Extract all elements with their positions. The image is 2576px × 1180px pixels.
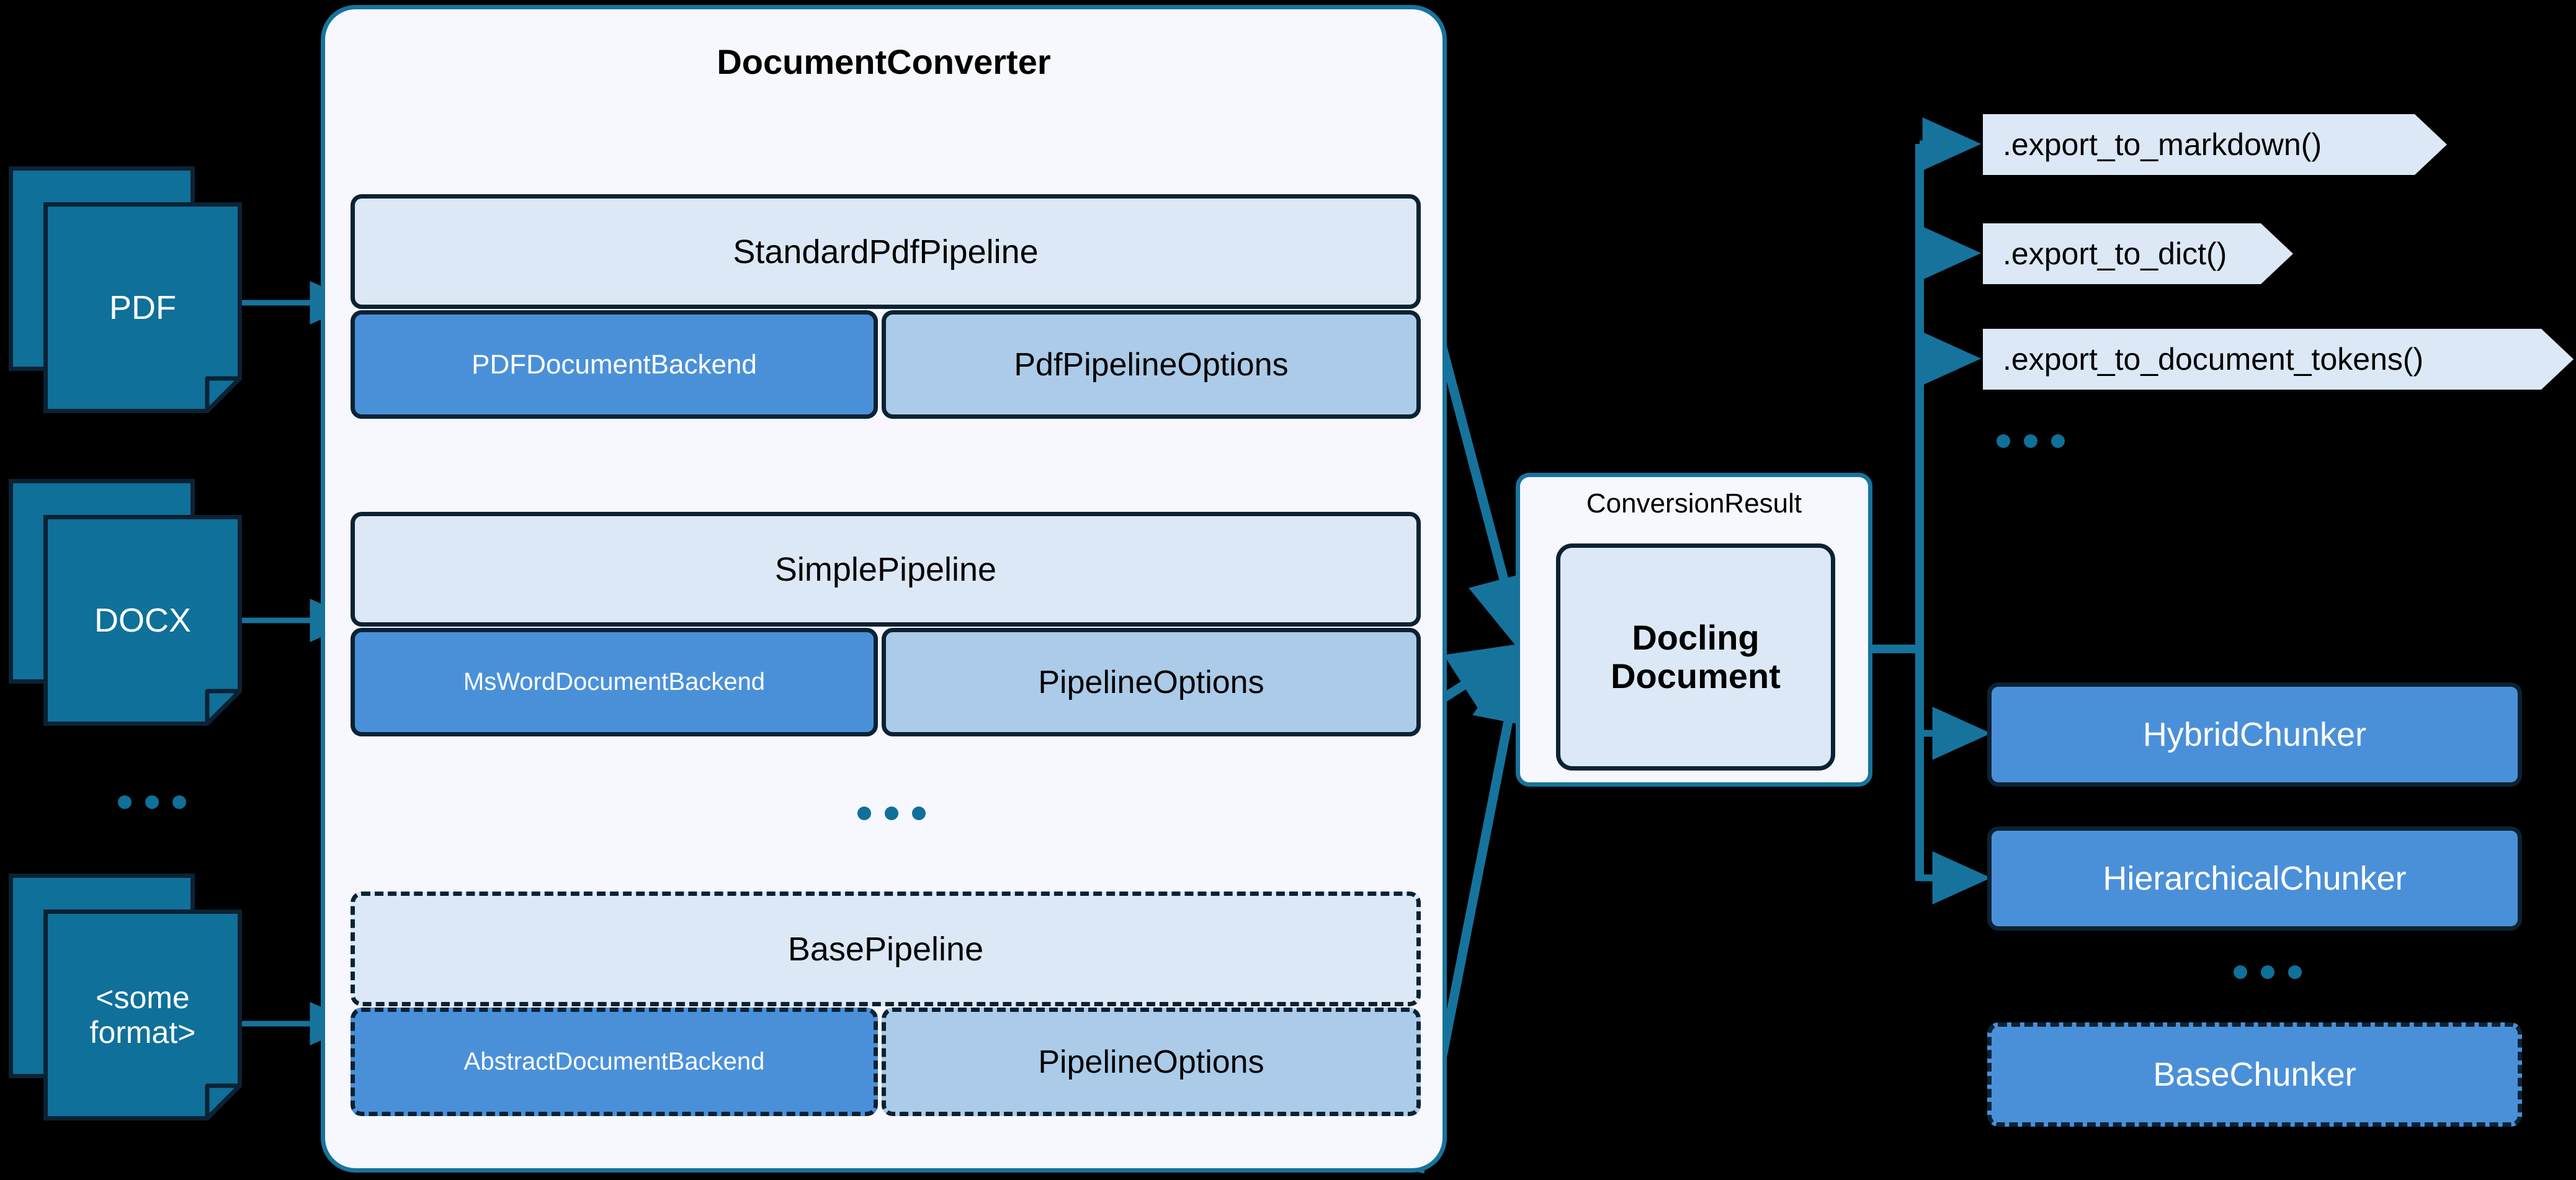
docling-document-label: Docling Document bbox=[1611, 619, 1781, 695]
backend-name: AbstractDocumentBackend bbox=[463, 1048, 765, 1075]
file-label: <some format> bbox=[90, 980, 196, 1050]
export-dict-chevron[interactable]: .export_to_dict() bbox=[1983, 223, 2293, 284]
chunkers-ellipsis bbox=[2234, 965, 2302, 979]
docling-document-node[interactable]: Docling Document bbox=[1556, 543, 1835, 771]
input-file-pdf[interactable]: PDF bbox=[9, 166, 244, 414]
docling-document-line-1: Docling bbox=[1632, 618, 1760, 658]
pipeline-standardpdfpipeline-options[interactable]: PdfPipelineOptions bbox=[882, 310, 1421, 419]
file-label: DOCX bbox=[94, 601, 191, 639]
docling-document-line-2: Document bbox=[1611, 656, 1781, 695]
pipeline-simplepipeline-backend[interactable]: MsWordDocumentBackend bbox=[351, 628, 878, 736]
export-markdown-chevron[interactable]: .export_to_markdown() bbox=[1983, 114, 2447, 175]
file-front-sheet: DOCX bbox=[43, 515, 242, 726]
file-label-line-1: <some bbox=[96, 980, 190, 1015]
export-dict-label: .export_to_dict() bbox=[2003, 236, 2227, 271]
input-file-docx[interactable]: DOCX bbox=[9, 479, 244, 727]
file-label-line-2: format> bbox=[89, 1015, 196, 1050]
pipeline-name: SimplePipeline bbox=[774, 550, 997, 588]
export-document-tokens-chevron[interactable]: .export_to_document_tokens() bbox=[1983, 329, 2574, 390]
file-front-sheet: <some format> bbox=[43, 910, 242, 1120]
pipeline-basepipeline-header[interactable]: BasePipeline bbox=[351, 892, 1421, 1006]
pipeline-basepipeline-options[interactable]: PipelineOptions bbox=[882, 1008, 1421, 1116]
input-file-other-format[interactable]: <some format> bbox=[9, 874, 244, 1122]
chunker-label: BaseChunker bbox=[2153, 1056, 2356, 1093]
pipeline-standardpdfpipeline-backend[interactable]: PDFDocumentBackend bbox=[351, 310, 878, 419]
file-label: PDF bbox=[109, 288, 176, 326]
chunker-hybrid[interactable]: HybridChunker bbox=[1987, 682, 2522, 787]
pipeline-basepipeline-backend[interactable]: AbstractDocumentBackend bbox=[351, 1008, 878, 1116]
chunker-label: HybridChunker bbox=[2142, 716, 2367, 753]
pipeline-name: BasePipeline bbox=[787, 930, 984, 968]
options-name: PipelineOptions bbox=[1038, 1044, 1264, 1080]
chunker-label: HierarchicalChunker bbox=[2103, 860, 2407, 897]
chunker-base[interactable]: BaseChunker bbox=[1987, 1022, 2522, 1127]
pipeline-simplepipeline-options[interactable]: PipelineOptions bbox=[882, 628, 1421, 736]
converter-ellipsis bbox=[857, 807, 926, 820]
export-document-tokens-label: .export_to_document_tokens() bbox=[2003, 342, 2424, 377]
export-markdown-label: .export_to_markdown() bbox=[2003, 127, 2322, 162]
backend-name: PDFDocumentBackend bbox=[472, 349, 757, 380]
page-title: DocumentConverter bbox=[717, 42, 1051, 81]
exports-ellipsis bbox=[1997, 434, 2065, 448]
file-front-sheet: PDF bbox=[43, 202, 242, 413]
conversion-result-title: ConversionResult bbox=[1586, 488, 1802, 519]
pipeline-simplepipeline-header[interactable]: SimplePipeline bbox=[351, 512, 1421, 627]
chunker-hierarchical[interactable]: HierarchicalChunker bbox=[1987, 826, 2522, 931]
options-name: PdfPipelineOptions bbox=[1014, 346, 1289, 383]
backend-name: MsWordDocumentBackend bbox=[463, 668, 766, 695]
pipeline-name: StandardPdfPipeline bbox=[733, 233, 1039, 270]
input-ellipsis bbox=[118, 795, 186, 809]
pipeline-standardpdfpipeline-header[interactable]: StandardPdfPipeline bbox=[351, 194, 1421, 309]
options-name: PipelineOptions bbox=[1038, 664, 1264, 700]
